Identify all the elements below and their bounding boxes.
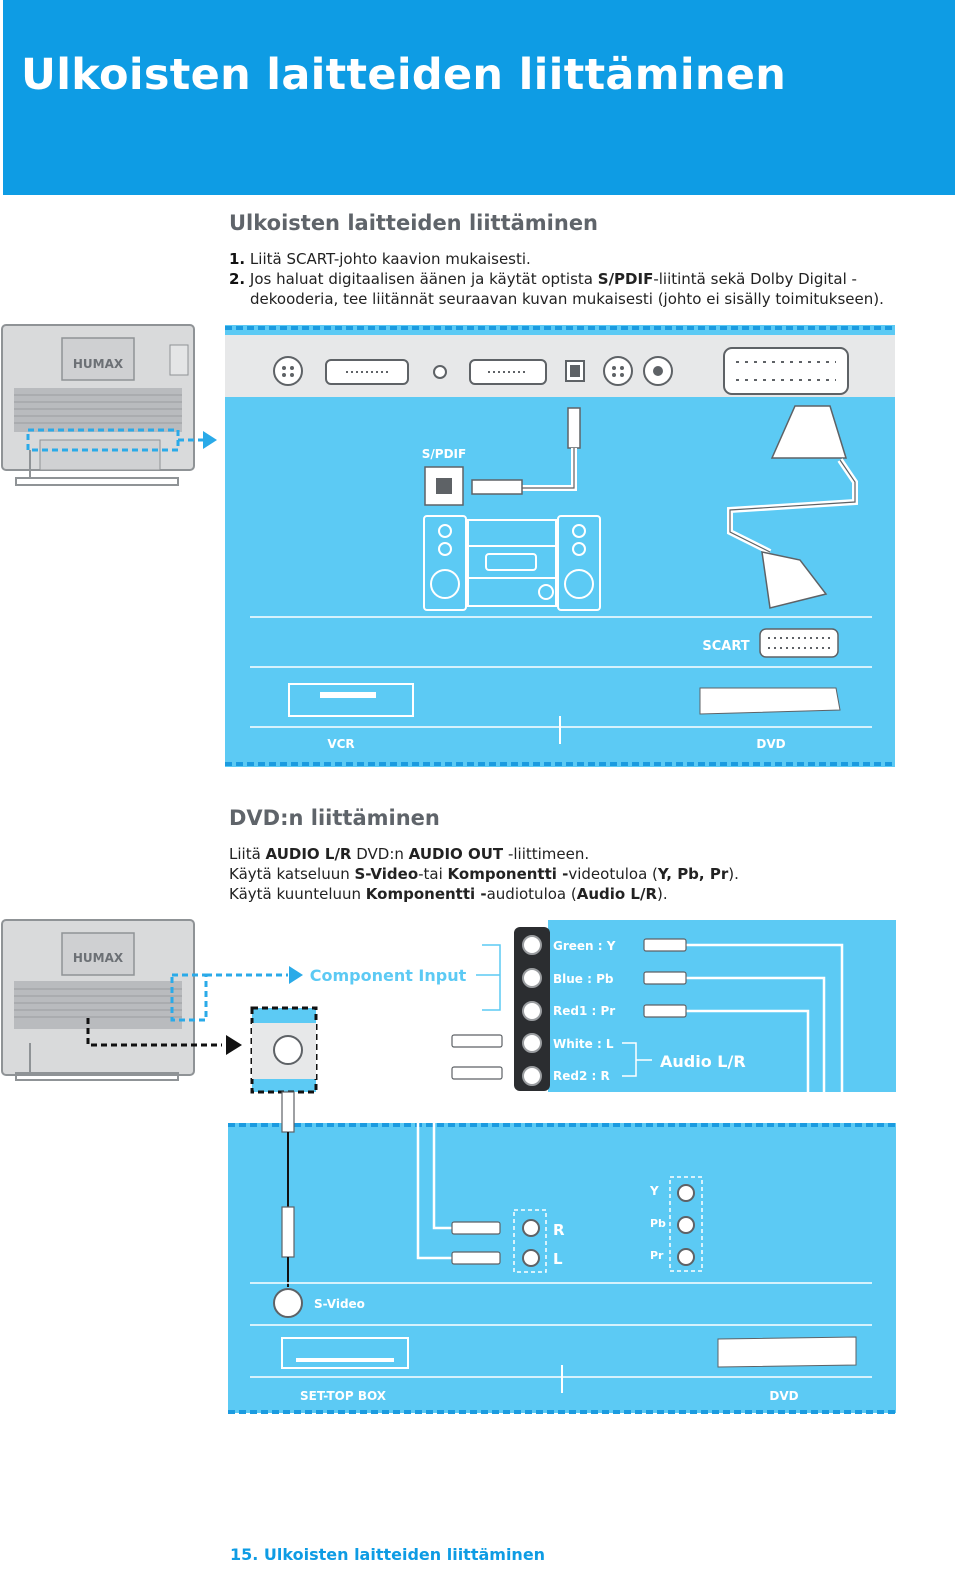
right-audio-label: R bbox=[553, 1221, 565, 1239]
dvd-line-3: Käytä kuunteluun Komponentti -audiotuloa… bbox=[229, 884, 929, 904]
page-title: Ulkoisten laitteiden liittäminen bbox=[21, 50, 787, 100]
audio-port-icon bbox=[433, 365, 447, 379]
dvd-connection-diagram: HUMAX Component Input Green : Y Blue : P… bbox=[1, 919, 896, 1414]
text: ). bbox=[728, 865, 739, 883]
optical-cable-icon bbox=[471, 407, 581, 495]
spdif-label: S/PDIF bbox=[422, 447, 466, 461]
tv-brand-logo: HUMAX bbox=[73, 951, 124, 965]
text: Liitä bbox=[229, 845, 266, 863]
green-y-label: Green : Y bbox=[553, 939, 616, 953]
step-2-continued: dekooderia, tee liitännät seuraavan kuva… bbox=[229, 289, 929, 309]
component-port-highlight bbox=[170, 973, 208, 1022]
dvd-instructions: Liitä AUDIO L/R DVD:n AUDIO OUT -liittim… bbox=[229, 844, 929, 904]
emphasis: S-Video bbox=[354, 865, 419, 883]
white-l-label: White : L bbox=[553, 1037, 614, 1051]
left-audio-label: L bbox=[553, 1250, 563, 1268]
step-text: -liitintä sekä Dolby Digital - bbox=[653, 270, 857, 288]
instructions-list: 1. Liitä SCART-johto kaavion mukaisesti.… bbox=[229, 249, 929, 309]
text: -liittimeen. bbox=[503, 845, 590, 863]
step-text: dekooderia, tee liitännät seuraavan kuva… bbox=[250, 290, 884, 308]
dvd-device-icon bbox=[717, 1336, 857, 1368]
emphasis: AUDIO OUT bbox=[408, 845, 504, 863]
emphasis: Y, Pb, Pr bbox=[657, 865, 729, 883]
arrow-right-icon bbox=[203, 431, 217, 449]
red2-r-label: Red2 : R bbox=[553, 1069, 610, 1083]
tv-back-icon bbox=[1, 324, 195, 486]
text: videotuloa ( bbox=[568, 865, 658, 883]
step-2: 2. Jos haluat digitaalisen äänen ja käyt… bbox=[229, 269, 929, 289]
blue-pb-label: Blue : Pb bbox=[553, 972, 614, 986]
svideo-port-icon bbox=[273, 356, 303, 386]
arrow-right-icon bbox=[226, 1035, 242, 1055]
pb-label: Pb bbox=[650, 1217, 666, 1230]
emphasis: Komponentti - bbox=[447, 865, 569, 883]
text: ). bbox=[657, 885, 668, 903]
text: Käytä katseluun bbox=[229, 865, 355, 883]
vcr-device-icon bbox=[288, 683, 414, 717]
scart-connector-icon bbox=[759, 628, 839, 658]
scart-port-icon bbox=[723, 347, 849, 395]
svideo-cable-icon bbox=[281, 1091, 295, 1287]
section-heading-dvd: DVD:n liittäminen bbox=[229, 806, 440, 830]
step-1: 1. Liitä SCART-johto kaavion mukaisesti. bbox=[229, 249, 929, 269]
tv-brand-logo: HUMAX bbox=[73, 357, 124, 371]
emphasis: Komponentti - bbox=[365, 885, 487, 903]
dvd-line-1: Liitä AUDIO L/R DVD:n AUDIO OUT -liittim… bbox=[229, 844, 929, 864]
text: Käytä kuunteluun bbox=[229, 885, 366, 903]
pr-label: Pr bbox=[650, 1249, 664, 1262]
svideo-port-icon bbox=[273, 1288, 303, 1318]
hifi-system-icon bbox=[423, 515, 601, 611]
set-top-box-icon bbox=[281, 1337, 409, 1369]
scart-label: SCART bbox=[702, 639, 749, 654]
arrow-right-icon bbox=[289, 966, 303, 984]
component-input-label: Component Input bbox=[310, 966, 467, 985]
dvd-line-2: Käytä katseluun S-Video-tai Komponentti … bbox=[229, 864, 929, 884]
page-footer: 15. Ulkoisten laitteiden liittäminen bbox=[230, 1545, 546, 1564]
red1-pr-label: Red1 : Pr bbox=[553, 1004, 615, 1018]
scart-spdif-diagram: HUMAX S/PDIF bbox=[1, 324, 895, 767]
y-label: Y bbox=[649, 1184, 659, 1198]
dvd-device-icon bbox=[699, 687, 841, 715]
step-number: 2. bbox=[229, 270, 246, 288]
text: DVD:n bbox=[351, 845, 409, 863]
header-banner: Ulkoisten laitteiden liittäminen bbox=[3, 0, 955, 195]
svideo-port-icon bbox=[273, 1035, 303, 1065]
text: -tai bbox=[418, 865, 448, 883]
set-top-box-label: SET-TOP BOX bbox=[300, 1389, 387, 1403]
step-text: Jos haluat digitaalisen äänen ja käytät … bbox=[249, 270, 598, 288]
dvd-label: DVD bbox=[769, 1389, 798, 1403]
step-text: Liitä SCART-johto kaavion mukaisesti. bbox=[249, 250, 531, 268]
dvd-label: DVD bbox=[756, 737, 785, 751]
tv-back-icon bbox=[1, 919, 195, 1081]
svideo-port-2-icon bbox=[603, 356, 633, 386]
text: audiotuloa ( bbox=[486, 885, 577, 903]
svideo-label: S-Video bbox=[314, 1297, 365, 1311]
section-heading-external-devices: Ulkoisten laitteiden liittäminen bbox=[229, 211, 599, 235]
emphasis: Audio L/R bbox=[576, 885, 658, 903]
emphasis: AUDIO L/R bbox=[265, 845, 352, 863]
scart-cable-icon bbox=[727, 405, 858, 609]
step-emphasis: S/PDIF bbox=[597, 270, 654, 288]
audio-lr-label: Audio L/R bbox=[660, 1052, 746, 1071]
component-panel bbox=[548, 920, 896, 1092]
vcr-label: VCR bbox=[327, 737, 354, 751]
step-number: 1. bbox=[229, 250, 246, 268]
audio-cable-icon bbox=[416, 1039, 452, 1260]
